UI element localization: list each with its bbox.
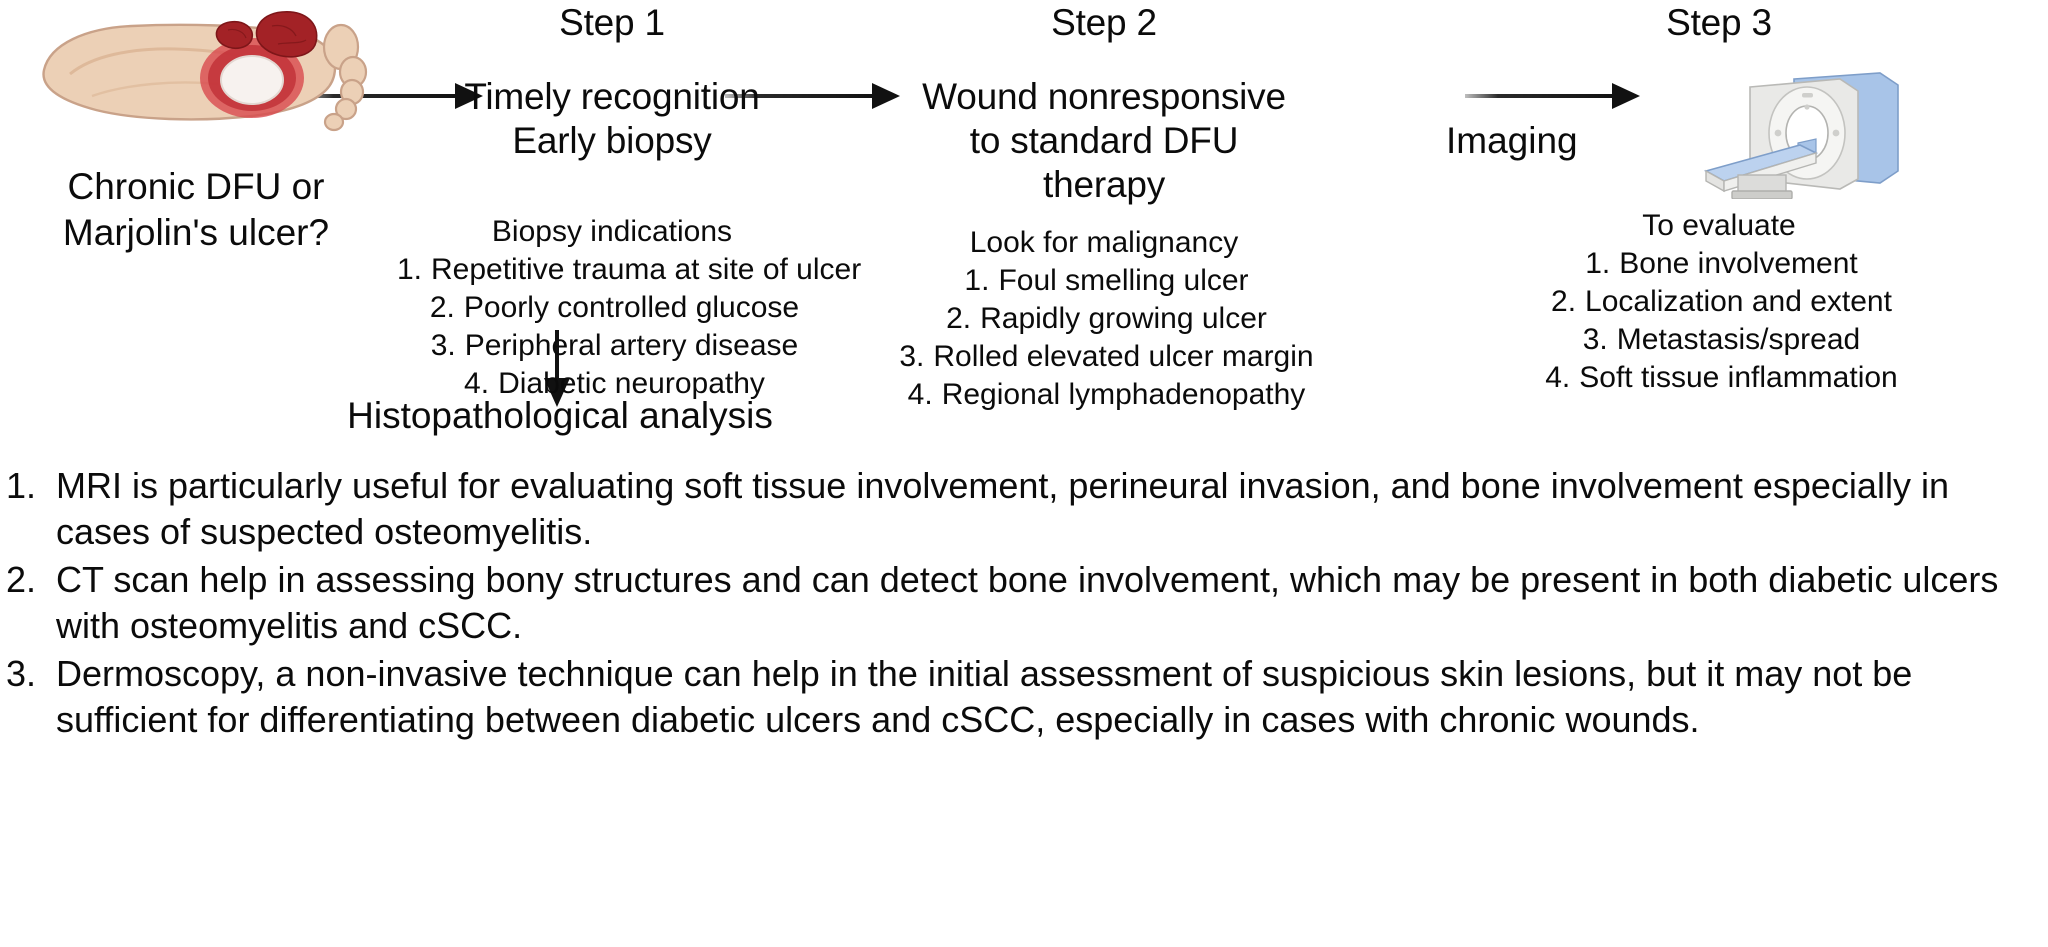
step-1-column: Step 1 Timely recognition Early biopsy B… — [392, 0, 861, 403]
list-text: Diabetic neuropathy — [498, 367, 765, 400]
arrow-step1-to-histopathology — [544, 330, 570, 408]
list-text: Poorly controlled glucose — [463, 291, 800, 324]
diabetic-foot-ulcer-illustration — [0, 0, 392, 150]
note-text: Dermoscopy, a non-invasive technique can… — [56, 653, 1913, 740]
imaging-row: Imaging — [1390, 71, 2048, 199]
list-number: 1. — [1585, 247, 1611, 280]
note-text: MRI is particularly useful for evaluatin… — [56, 465, 1949, 552]
list-item: 1.Foul smelling ulcer — [830, 262, 1378, 300]
list-item: 1. Repetitive trauma at site of ulcer — [392, 251, 861, 289]
note-number: 2. — [6, 559, 37, 600]
note-item: 3. Dermoscopy, a non-invasive technique … — [6, 651, 2042, 743]
flowchart-region: Chronic DFU or Marjolin's ulcer? Step 1 … — [0, 0, 2048, 455]
arrow-head — [544, 378, 570, 407]
list-number: 4. — [1545, 361, 1571, 394]
step-3-list: 1.Bone involvement 2.Localization and ex… — [1390, 245, 2048, 397]
step-3-column: Step 3 Imaging — [1390, 0, 2048, 397]
list-item: 4.Regional lymphadenopathy — [830, 376, 1378, 414]
step-2-column: Step 2 Wound nonresponsive to standard D… — [830, 0, 1378, 414]
list-text: Rolled elevated ulcer margin — [933, 340, 1314, 373]
step-1-label: Step 1 — [559, 2, 665, 43]
note-text: CT scan help in assessing bony structure… — [56, 559, 1999, 646]
step-2-title: Wound nonresponsive to standard DFU ther… — [830, 75, 1378, 207]
list-item: 3.Peripheral artery disease — [392, 327, 832, 365]
arrow-shaft — [1465, 94, 1615, 98]
histopathological-analysis-label: Histopathological analysis — [347, 395, 773, 436]
panel-chronic-dfu: Chronic DFU or Marjolin's ulcer? — [0, 0, 392, 256]
panel-caption: Chronic DFU or Marjolin's ulcer? — [0, 164, 392, 256]
step-1-title-line-2: Early biopsy — [512, 120, 712, 161]
step-2-title-line-1: Wound nonresponsive — [922, 76, 1286, 117]
note-number: 1. — [6, 465, 37, 506]
arrow-head — [872, 83, 900, 109]
list-number: 3. — [899, 340, 925, 373]
list-text: Regional lymphadenopathy — [941, 378, 1306, 411]
list-item: 2.Localization and extent — [1390, 283, 2048, 321]
list-text: Repetitive trauma at site of ulcer — [431, 253, 862, 286]
list-text: Metastasis/spread — [1616, 323, 1861, 356]
list-number: 2. — [429, 291, 455, 324]
list-text: Rapidly growing ulcer — [980, 302, 1267, 335]
list-item: 1.Bone involvement — [1390, 245, 2048, 283]
list-item: 2.Poorly controlled glucose — [392, 289, 832, 327]
ct-mri-scanner-illustration — [1690, 71, 1990, 199]
step-2-subhead: Look for malignancy — [969, 226, 1239, 259]
arrow-step2-to-step3 — [1465, 83, 1640, 109]
list-number: 4. — [464, 367, 490, 400]
list-item: 4.Soft tissue inflammation — [1390, 359, 2048, 397]
step-3-label: Step 3 — [1666, 2, 1772, 43]
caption-line-2: Marjolin's ulcer? — [62, 212, 330, 253]
arrow-shaft — [555, 330, 559, 382]
note-number: 3. — [6, 653, 37, 694]
list-number: 4. — [907, 378, 933, 411]
note-item: 2. CT scan help in assessing bony struct… — [6, 557, 2042, 649]
list-text: Localization and extent — [1585, 285, 1892, 318]
step-1-title-line-1: Timely recognition — [464, 76, 760, 117]
step-1-title: Timely recognition Early biopsy — [392, 75, 832, 163]
list-number: 3. — [1582, 323, 1608, 356]
step-2-title-line-2: to standard DFU — [969, 120, 1239, 161]
arrow-foot-to-step1 — [298, 83, 483, 109]
caption-line-1: Chronic DFU or — [67, 166, 325, 207]
step-2-label: Step 2 — [1051, 2, 1157, 43]
list-item: 3.Rolled elevated ulcer margin — [830, 338, 1378, 376]
step-1-list: 1.Repetitive trauma at site of ulcer 2.P… — [392, 251, 861, 403]
step-3-title: Imaging — [1446, 120, 1578, 161]
list-text: Peripheral artery disease — [464, 329, 799, 362]
list-item: 4.Diabetic neuropathy — [392, 365, 832, 403]
list-item: 3.Metastasis/spread — [1390, 321, 2048, 359]
notes-list: 1. MRI is particularly useful for evalua… — [0, 455, 2048, 745]
list-text: Soft tissue inflammation — [1579, 361, 1898, 394]
arrow-shaft — [725, 94, 875, 98]
list-number: 1. — [396, 253, 422, 286]
list-number: 2. — [946, 302, 972, 335]
step-1-subhead: Biopsy indications — [491, 215, 733, 248]
note-item: 1. MRI is particularly useful for evalua… — [6, 463, 2042, 555]
arrow-step1-to-step2 — [725, 83, 900, 109]
arrow-head — [1612, 83, 1640, 109]
list-text: Foul smelling ulcer — [998, 264, 1249, 297]
list-number: 1. — [964, 264, 990, 297]
list-item: 2.Rapidly growing ulcer — [830, 300, 1378, 338]
step-2-title-line-3: therapy — [1042, 164, 1165, 205]
step-2-list: 1.Foul smelling ulcer 2.Rapidly growing … — [830, 262, 1378, 414]
arrow-head — [455, 83, 483, 109]
step-3-subhead: To evaluate — [1642, 209, 1796, 242]
list-text: Bone involvement — [1619, 247, 1858, 280]
arrow-shaft — [298, 94, 458, 98]
list-number: 2. — [1551, 285, 1577, 318]
list-number: 3. — [430, 329, 456, 362]
